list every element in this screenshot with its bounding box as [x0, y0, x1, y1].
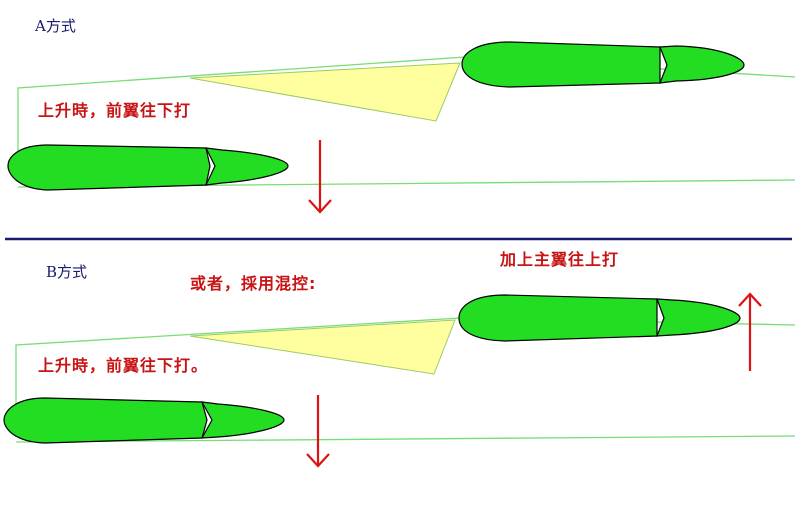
section-b-title: B方式 [46, 263, 88, 281]
section-b-main-wing-note: 加上主翼往上打 [500, 250, 620, 269]
main-wing-flap-a [659, 45, 745, 84]
section-a-drawing [7, 41, 796, 214]
section-a-note: 上升時，前翼往下打 [38, 101, 192, 120]
section-b-mix-note: 或者，採用混控: [190, 274, 317, 293]
down-arrow-head-a [308, 199, 332, 214]
stabilizer-triangle-b [189, 319, 456, 375]
front-wing-a [7, 144, 211, 191]
section-b-note: 上升時，前翼往下打。 [38, 356, 209, 375]
front-wing-b [3, 397, 208, 444]
section-a-title: A方式 [35, 17, 76, 35]
down-arrow-head-b [306, 453, 330, 468]
stabilizer-triangle-a [189, 62, 461, 122]
main-wing-flap-b [656, 298, 741, 337]
fuselage-bottom-line-b [15, 435, 796, 443]
main-wing-b [458, 294, 658, 342]
up-arrow-head-b [738, 292, 762, 307]
front-wing-flap-a [204, 147, 289, 186]
section-b-drawing [3, 292, 796, 468]
front-wing-flap-b [200, 401, 285, 439]
main-wing-a [461, 41, 661, 88]
